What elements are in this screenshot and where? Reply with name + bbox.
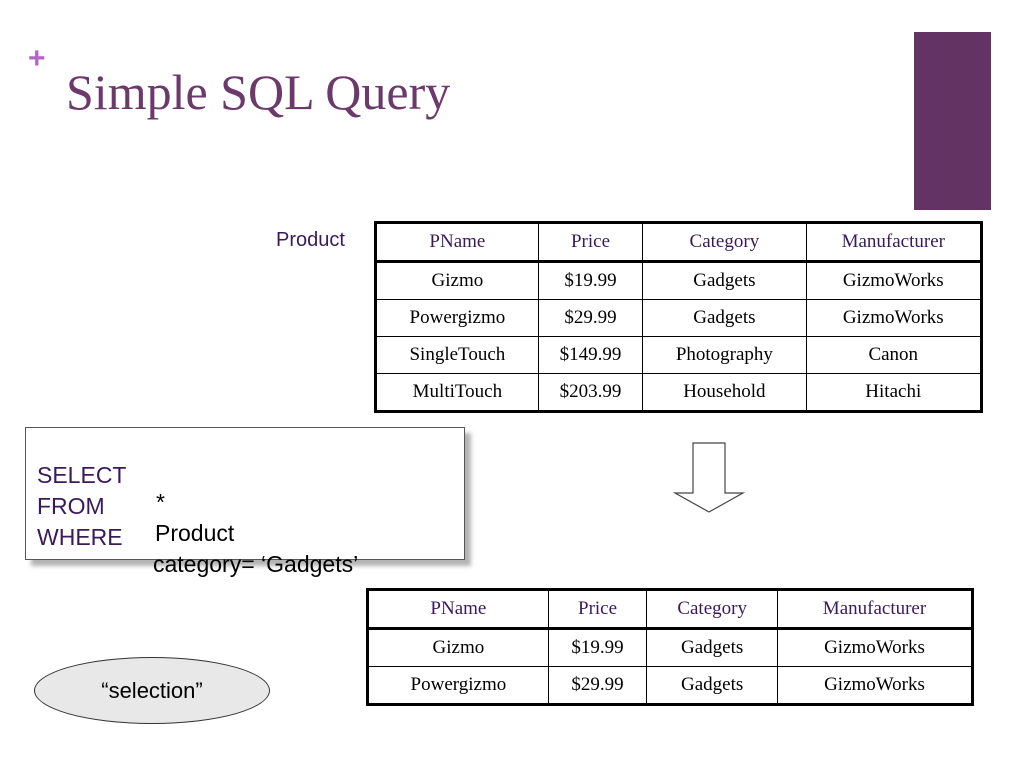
- table-cell: Gadgets: [642, 299, 807, 337]
- column-header: PName: [367, 589, 549, 630]
- selection-label: “selection”: [34, 657, 270, 724]
- table-cell: Household: [642, 373, 807, 412]
- table-cell: GizmoWorks: [805, 299, 983, 337]
- table-cell: $29.99: [547, 666, 648, 705]
- table-cell: $29.99: [537, 299, 644, 337]
- table-cell: Photography: [642, 336, 807, 374]
- table-row: Powergizmo $29.99 Gadgets GizmoWorks: [367, 666, 973, 705]
- table-cell: Gizmo: [375, 261, 539, 300]
- table-cell: Hitachi: [805, 373, 983, 412]
- table-cell: Gizmo: [367, 628, 549, 667]
- result-table: PName Price Category Manufacturer Gizmo …: [366, 588, 974, 706]
- from-keyword: FROM: [37, 493, 105, 519]
- slide-title: Simple SQL Query: [66, 64, 451, 120]
- table-cell: GizmoWorks: [777, 628, 973, 667]
- selection-label-text: “selection”: [101, 677, 203, 703]
- column-header: Category: [642, 222, 807, 263]
- table-header-row: PName Price Category Manufacturer: [367, 589, 973, 630]
- select-clause: SELECT *: [37, 435, 165, 543]
- plus-bullet-icon: +: [28, 42, 46, 75]
- table-row: SingleTouch $149.99 Photography Canon: [375, 336, 983, 374]
- where-keyword: WHERE: [37, 524, 123, 550]
- select-keyword: SELECT: [37, 462, 127, 488]
- table-cell: $203.99: [537, 373, 644, 412]
- table-header-row: PName Price Category Manufacturer: [375, 222, 983, 263]
- table-cell: $19.99: [547, 628, 648, 667]
- column-header: Manufacturer: [805, 222, 983, 263]
- column-header: Manufacturer: [777, 589, 973, 630]
- table-cell: Canon: [805, 336, 983, 374]
- column-header: Price: [537, 222, 644, 263]
- accent-bar: [914, 32, 991, 210]
- table-cell: MultiTouch: [375, 373, 539, 412]
- product-table: PName Price Category Manufacturer Gizmo …: [374, 221, 983, 413]
- sql-query-box: SELECT * FROM Product WHERE category= ‘G…: [25, 427, 465, 577]
- product-table-label: Product: [276, 229, 345, 251]
- select-argument: *: [156, 489, 165, 515]
- column-header: Category: [646, 589, 778, 630]
- table-cell: $149.99: [537, 336, 644, 374]
- table-row: Gizmo $19.99 Gadgets GizmoWorks: [375, 261, 983, 300]
- column-header: Price: [547, 589, 648, 630]
- down-arrow-icon: [672, 442, 746, 513]
- table-cell: Gadgets: [642, 261, 807, 300]
- table-cell: GizmoWorks: [805, 261, 983, 300]
- table-cell: Gadgets: [646, 666, 778, 705]
- where-argument: category= ‘Gadgets’: [153, 551, 359, 577]
- column-header: PName: [375, 222, 539, 263]
- from-clause: FROM Product: [37, 466, 234, 574]
- table-cell: Powergizmo: [375, 299, 539, 337]
- table-row: Powergizmo $29.99 Gadgets GizmoWorks: [375, 299, 983, 337]
- table-cell: GizmoWorks: [777, 666, 973, 705]
- from-argument: Product: [155, 520, 235, 546]
- table-row: MultiTouch $203.99 Household Hitachi: [375, 373, 983, 412]
- table-cell: SingleTouch: [375, 336, 539, 374]
- table-cell: $19.99: [537, 261, 644, 300]
- table-cell: Powergizmo: [367, 666, 549, 705]
- where-clause: WHERE category= ‘Gadgets’: [37, 497, 358, 605]
- table-row: Gizmo $19.99 Gadgets GizmoWorks: [367, 628, 973, 667]
- table-cell: Gadgets: [646, 628, 778, 667]
